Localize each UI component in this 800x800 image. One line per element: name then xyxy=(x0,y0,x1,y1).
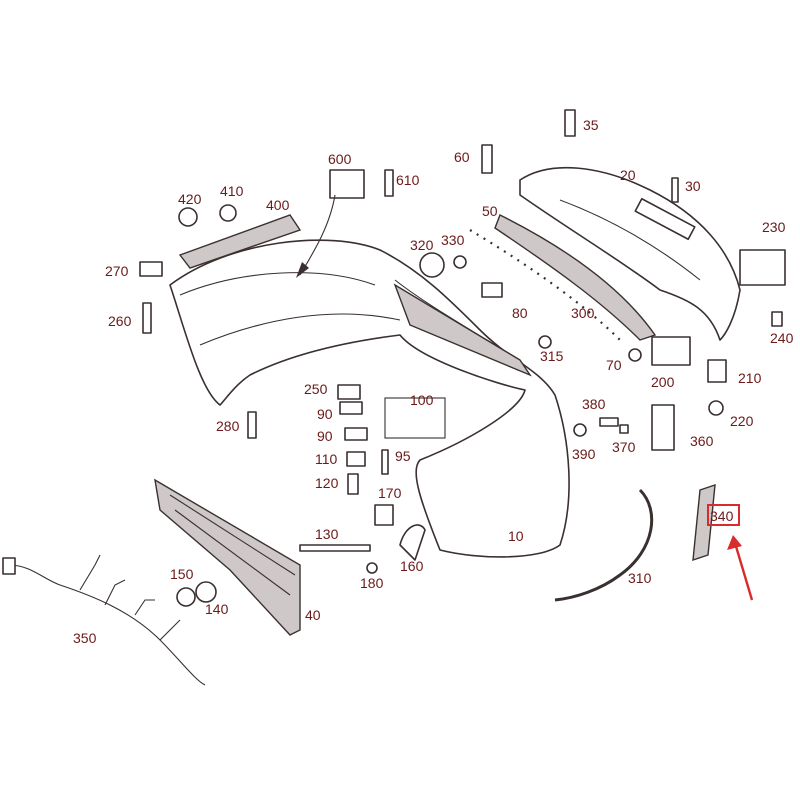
bolt-35 xyxy=(564,109,576,137)
bracket-400 xyxy=(178,214,302,269)
cover-600 xyxy=(329,169,365,199)
impact-absorber-40 xyxy=(154,478,301,636)
label-400: 400 xyxy=(266,197,290,213)
label-320: 320 xyxy=(410,237,434,253)
label-20: 20 xyxy=(620,167,636,183)
label-380: 380 xyxy=(582,396,606,412)
label-170: 170 xyxy=(378,485,402,501)
clip-240 xyxy=(771,311,783,327)
disc-140 xyxy=(195,581,217,603)
pin-180 xyxy=(366,562,378,574)
label-360: 360 xyxy=(690,433,714,449)
label-250: 250 xyxy=(304,381,328,397)
label-110: 110 xyxy=(315,451,338,467)
label-35: 35 xyxy=(583,117,599,133)
label-410: 410 xyxy=(220,183,244,199)
label-130: 130 xyxy=(315,526,339,542)
label-60: 60 xyxy=(454,149,470,165)
moulding-310 xyxy=(554,488,654,602)
label-260: 260 xyxy=(108,313,132,329)
label-300: 300 xyxy=(571,305,595,321)
part-340 xyxy=(692,483,716,562)
label-80: 80 xyxy=(512,305,528,321)
clip-250 xyxy=(337,384,361,400)
clip-610 xyxy=(384,169,394,197)
label-600: 600 xyxy=(328,151,352,167)
nut-370 xyxy=(619,424,629,434)
sensor-360 xyxy=(651,404,675,451)
bolt-30 xyxy=(671,177,679,203)
part-labels: 10 20 30 35 40 50 60 70 80 90 90 95 100 … xyxy=(73,117,794,646)
wiring-harness-350 xyxy=(2,554,206,686)
label-200: 200 xyxy=(651,374,675,390)
label-40: 40 xyxy=(305,607,321,623)
bumper-inner-trim xyxy=(393,283,532,377)
label-160: 160 xyxy=(400,558,424,574)
label-315: 315 xyxy=(540,348,564,364)
label-10: 10 xyxy=(508,528,524,544)
diffuser-part-20 xyxy=(519,166,741,341)
label-70: 70 xyxy=(606,357,622,373)
label-180: 180 xyxy=(360,575,384,591)
label-280: 280 xyxy=(216,418,240,434)
bracket-90b xyxy=(344,427,368,441)
label-330: 330 xyxy=(441,232,465,248)
bolt-380 xyxy=(599,417,619,427)
label-95: 95 xyxy=(395,448,411,464)
label-50: 50 xyxy=(482,203,498,219)
label-310: 310 xyxy=(628,570,652,586)
label-100: 100 xyxy=(410,392,434,408)
label-220: 220 xyxy=(730,413,754,429)
nut-420 xyxy=(178,207,198,227)
bracket-80 xyxy=(481,282,503,298)
bumper-cover xyxy=(169,239,570,558)
label-610: 610 xyxy=(396,172,420,188)
nut-410 xyxy=(219,204,237,222)
label-90b: 90 xyxy=(317,428,333,444)
bolt-60 xyxy=(481,144,493,174)
ring-150 xyxy=(176,587,196,607)
cover-160 xyxy=(399,524,426,561)
ring-330 xyxy=(453,255,467,269)
screw-280 xyxy=(247,411,257,439)
arrow-600 xyxy=(296,194,336,278)
bracket-90a xyxy=(339,401,363,415)
label-150: 150 xyxy=(170,566,194,582)
label-90a: 90 xyxy=(317,406,333,422)
clip-170 xyxy=(374,504,394,526)
label-230: 230 xyxy=(762,219,786,235)
clip-270 xyxy=(139,261,163,277)
label-340: 340 xyxy=(710,508,734,524)
screw-120 xyxy=(347,473,359,495)
label-140: 140 xyxy=(205,601,229,617)
washer-390 xyxy=(573,423,587,437)
label-30: 30 xyxy=(685,178,701,194)
label-420: 420 xyxy=(178,191,202,207)
bracket-210 xyxy=(707,359,727,383)
label-210: 210 xyxy=(738,370,762,386)
clip-110 xyxy=(346,451,366,467)
bolt-315 xyxy=(538,335,552,349)
bolt-95 xyxy=(381,449,389,475)
bracket-100 xyxy=(384,397,446,439)
label-240: 240 xyxy=(770,330,794,346)
clip-70 xyxy=(628,348,642,362)
label-390: 390 xyxy=(572,446,596,462)
bracket-230 xyxy=(739,249,786,286)
label-270: 270 xyxy=(105,263,129,279)
part-320 xyxy=(419,252,445,278)
spoiler-strip-50 xyxy=(494,214,657,341)
small-parts xyxy=(139,109,786,607)
sensor-200 xyxy=(651,336,691,366)
label-120: 120 xyxy=(315,475,339,491)
screw-220 xyxy=(708,400,724,416)
label-370: 370 xyxy=(612,439,636,455)
label-350: 350 xyxy=(73,630,97,646)
bolt-130 xyxy=(299,544,371,552)
screw-260 xyxy=(142,302,152,334)
highlight-arrow-340 xyxy=(707,504,754,601)
